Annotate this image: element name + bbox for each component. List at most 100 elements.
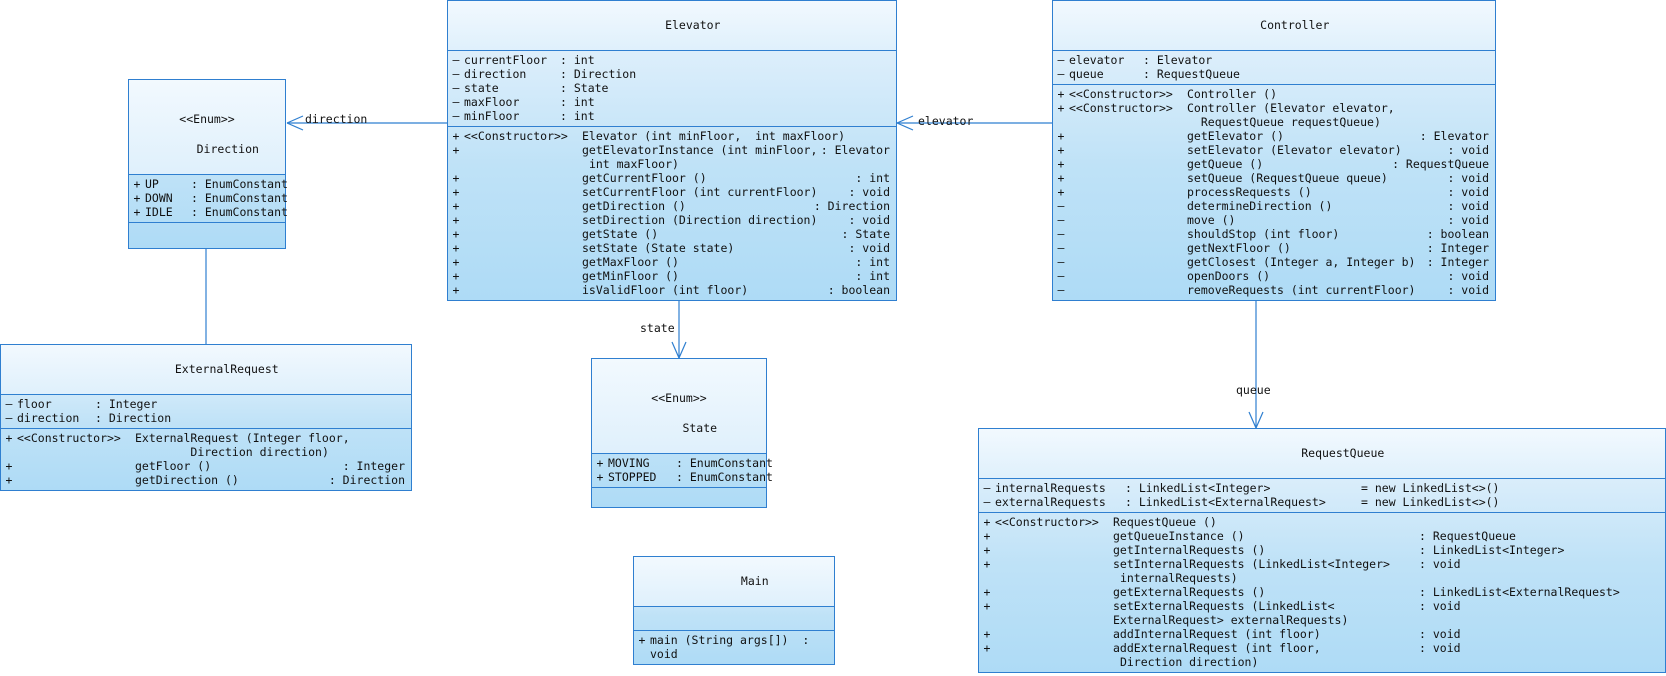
operation-row: + main (String args[]) : void bbox=[634, 633, 834, 661]
operation-row: + setExternalRequests (LinkedList< Exter… bbox=[979, 599, 1665, 627]
operation-return-type: : void bbox=[1419, 627, 1461, 641]
visibility-marker: + bbox=[1057, 185, 1065, 199]
operation-return-type: : boolean bbox=[827, 283, 890, 297]
operation-stereotype: <<Constructor>> bbox=[464, 129, 568, 143]
stereotype-enum: <<Enum>> bbox=[179, 112, 235, 126]
operation-signature: getExternalRequests () bbox=[1113, 585, 1266, 599]
operation-return-type: : void bbox=[1447, 283, 1489, 297]
attribute-type: : Elevator bbox=[1143, 53, 1213, 67]
operation-return-type: : Direction bbox=[813, 199, 890, 213]
visibility-marker: – bbox=[5, 397, 13, 411]
attribute-name: STOPPED bbox=[608, 470, 657, 484]
visibility-marker: – bbox=[1057, 199, 1065, 213]
visibility-marker: + bbox=[1057, 101, 1065, 115]
operation-return-type: : void bbox=[1419, 641, 1461, 655]
class-attributes-state: + MOVING : EnumConstant + STOPPED : Enum… bbox=[592, 454, 773, 488]
operation-signature: getQueueInstance () bbox=[1113, 529, 1245, 543]
operation-signature: getNextFloor () bbox=[1187, 241, 1291, 255]
operation-row: + getElevator () : Elevator bbox=[1053, 129, 1495, 143]
class-box-controller[interactable]: Controller – elevator : Elevator – queue… bbox=[1052, 0, 1496, 301]
operation-stereotype: <<Constructor>> bbox=[1069, 101, 1173, 115]
visibility-marker: + bbox=[452, 283, 460, 297]
attribute-row: – queue : RequestQueue bbox=[1053, 67, 1495, 81]
operation-signature: setInternalRequests (LinkedList<Integer>… bbox=[1113, 557, 1390, 585]
operation-return-type: : int bbox=[855, 269, 890, 283]
attribute-name: UP bbox=[145, 177, 159, 191]
operation-return-type: : void bbox=[848, 213, 890, 227]
class-operations-state bbox=[592, 488, 766, 507]
operation-return-type: : void bbox=[1419, 557, 1461, 571]
visibility-marker: + bbox=[983, 641, 991, 655]
attribute-type: : int bbox=[560, 53, 595, 67]
operation-row: + setDirection (Direction direction) : v… bbox=[448, 213, 896, 227]
visibility-marker: – bbox=[452, 81, 460, 95]
operation-signature: getFloor () bbox=[135, 459, 212, 473]
attribute-row: – direction : Direction bbox=[448, 67, 896, 81]
visibility-marker: – bbox=[1057, 53, 1065, 67]
class-title-controller: Controller bbox=[1053, 1, 1495, 51]
attribute-name: floor bbox=[17, 397, 52, 411]
attribute-row: – internalRequests : LinkedList<Integer>… bbox=[979, 481, 1665, 495]
operation-signature: move () bbox=[1187, 213, 1236, 227]
operation-signature: RequestQueue () bbox=[1113, 515, 1217, 529]
visibility-marker: – bbox=[1057, 227, 1065, 241]
attribute-type: : EnumConstant bbox=[191, 191, 288, 205]
operation-signature: getElevator () bbox=[1187, 129, 1284, 143]
attribute-initializer: = new LinkedList<>() bbox=[1361, 481, 1500, 495]
class-box-main[interactable]: Main + main (String args[]) : void bbox=[633, 556, 835, 665]
attribute-row: – direction : Direction bbox=[1, 411, 411, 425]
operation-signature: setExternalRequests (LinkedList< Externa… bbox=[1113, 599, 1349, 627]
class-name-external-request: ExternalRequest bbox=[174, 362, 279, 376]
attribute-name: externalRequests bbox=[995, 495, 1106, 509]
class-box-elevator[interactable]: Elevator – currentFloor : int – directio… bbox=[447, 0, 897, 301]
class-box-request-queue[interactable]: RequestQueue – internalRequests : Linked… bbox=[978, 428, 1666, 673]
visibility-marker: + bbox=[452, 171, 460, 185]
visibility-marker: + bbox=[983, 557, 991, 571]
attribute-type: : int bbox=[560, 95, 595, 109]
visibility-marker: – bbox=[1057, 255, 1065, 269]
class-box-direction[interactable]: <<Enum>> Direction + UP : EnumConstant +… bbox=[128, 79, 288, 249]
visibility-marker: + bbox=[452, 269, 460, 283]
visibility-marker: + bbox=[1057, 129, 1065, 143]
visibility-marker: + bbox=[133, 191, 141, 205]
class-title-elevator: Elevator bbox=[448, 1, 896, 51]
operation-signature: getClosest (Integer a, Integer b) bbox=[1187, 255, 1416, 269]
operation-return-type: : State bbox=[841, 227, 890, 241]
visibility-marker: + bbox=[5, 459, 13, 473]
visibility-marker: + bbox=[596, 456, 604, 470]
class-box-state[interactable]: <<Enum>> State + MOVING : EnumConstant +… bbox=[591, 358, 773, 508]
operation-row: + isValidFloor (int floor) : boolean bbox=[448, 283, 896, 297]
class-operations-elevator: + <<Constructor>> Elevator (int minFloor… bbox=[448, 127, 896, 300]
visibility-marker: + bbox=[452, 199, 460, 213]
operation-row: – getClosest (Integer a, Integer b) : In… bbox=[1053, 255, 1495, 269]
operation-row: + getInternalRequests () : LinkedList<In… bbox=[979, 543, 1665, 557]
attribute-type: : EnumConstant bbox=[676, 470, 773, 484]
attribute-name: internalRequests bbox=[995, 481, 1106, 495]
operation-signature: main (String args[]) : void bbox=[650, 633, 817, 661]
attribute-name: minFloor bbox=[464, 109, 520, 123]
visibility-marker: – bbox=[983, 495, 991, 509]
operation-row: + getQueueInstance () : RequestQueue bbox=[979, 529, 1665, 543]
visibility-marker: – bbox=[1057, 67, 1065, 81]
visibility-marker: + bbox=[133, 177, 141, 191]
attribute-type: : RequestQueue bbox=[1143, 67, 1240, 81]
operation-return-type: : Integer bbox=[1426, 255, 1489, 269]
visibility-marker: + bbox=[133, 205, 141, 219]
visibility-marker: + bbox=[1057, 87, 1065, 101]
visibility-marker: + bbox=[983, 585, 991, 599]
class-title-main: Main bbox=[634, 557, 834, 607]
class-operations-request-queue: + <<Constructor>> RequestQueue () + getQ… bbox=[979, 513, 1665, 672]
attribute-type: : int bbox=[560, 109, 595, 123]
operation-signature: shouldStop (int floor) bbox=[1187, 227, 1340, 241]
operation-row: + setCurrentFloor (int currentFloor) : v… bbox=[448, 185, 896, 199]
operation-row: + getCurrentFloor () : int bbox=[448, 171, 896, 185]
operation-signature: getElevatorInstance (int minFloor, int m… bbox=[582, 143, 818, 171]
class-name-main: Main bbox=[740, 574, 769, 588]
operation-signature: setState (State state) bbox=[582, 241, 735, 255]
class-box-external-request[interactable]: ExternalRequest – floor : Integer – dire… bbox=[0, 344, 412, 491]
visibility-marker: – bbox=[452, 67, 460, 81]
operation-row: + setInternalRequests (LinkedList<Intege… bbox=[979, 557, 1665, 585]
operation-return-type: : void bbox=[1447, 171, 1489, 185]
operation-row: + <<Constructor>> ExternalRequest (Integ… bbox=[1, 431, 411, 459]
visibility-marker: + bbox=[452, 143, 460, 157]
